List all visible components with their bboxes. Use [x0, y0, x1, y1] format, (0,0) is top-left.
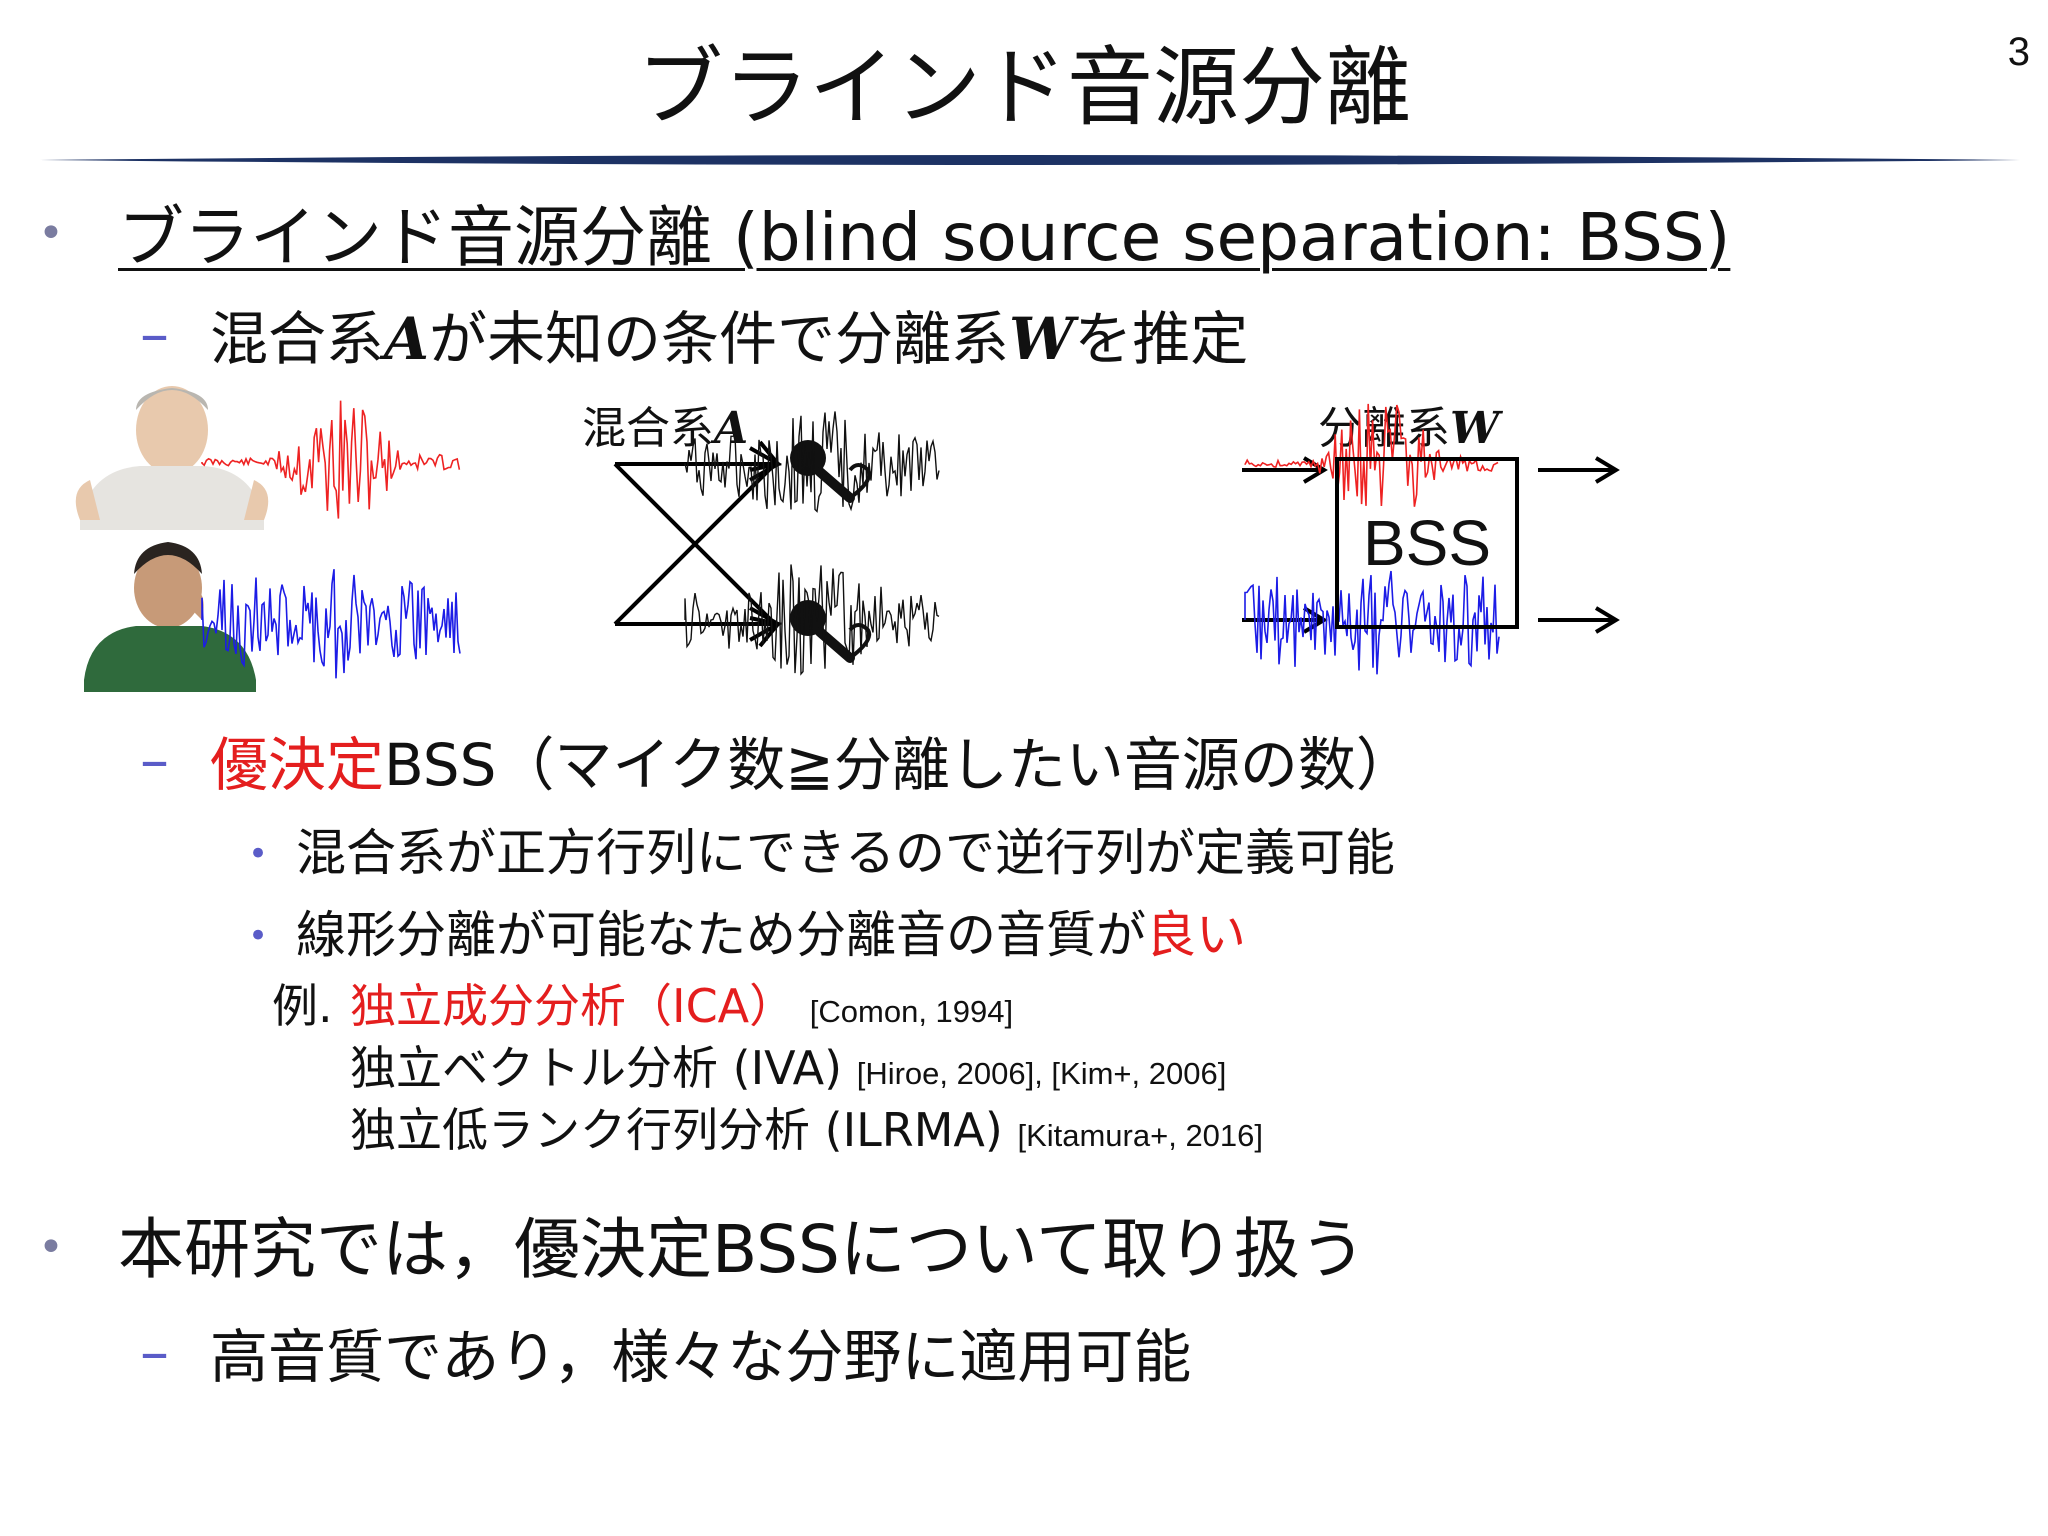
bullet2-heading: 本研究では，優決定BSSについて取り扱う — [118, 1211, 1366, 1288]
bullet2-sub: 高音質であり，様々な分野に適用可能 — [210, 1323, 1192, 1391]
arrow-out-of-bss — [1538, 456, 1620, 634]
mix-system-label: 混合系A — [582, 403, 749, 454]
speaker-woman-image — [75, 386, 269, 530]
example-prefix: 例. — [272, 979, 333, 1033]
sub-dash: – — [140, 726, 169, 794]
bullet1-sub1: 混合系Aが未知の条件で分離系Wを推定 — [210, 305, 1249, 373]
bullet1-heading: ブラインド音源分離 (blind source separation: BSS) — [118, 199, 1731, 276]
bullet-dot: • — [248, 916, 269, 956]
bullet-dot: • — [38, 1222, 64, 1273]
separated-waveform-blue — [1244, 570, 1500, 675]
example-ilrma: 独立低ランク行列分析 (ILRMA) [Kitamura+, 2016] — [350, 1103, 1264, 1157]
mixed-waveform-2 — [684, 564, 940, 676]
example-iva: 独立ベクトル分析 (IVA) [Hiroe, 2006], [Kim+, 200… — [350, 1041, 1227, 1095]
title-underline-rule — [40, 155, 2020, 165]
bullet-dot: • — [38, 208, 64, 259]
speaker-man-image — [84, 542, 256, 692]
var-w: W — [1009, 305, 1075, 373]
point-linear-separation: 線形分離が可能なため分離音の音質が良い — [296, 906, 1246, 964]
point-inverse-matrix: 混合系が正方行列にできるので逆行列が定義可能 — [296, 824, 1395, 882]
example-ica: 独立成分分析（ICA） [Comon, 1994] — [350, 979, 1014, 1033]
sub-dash: – — [140, 300, 169, 368]
page-number: 3 — [2007, 30, 2030, 74]
bullet-dot: • — [248, 834, 269, 874]
overdetermined-bss-line: 優決定BSS（マイク数≧分離したい音源の数） — [210, 731, 1414, 799]
source-waveform-red — [201, 400, 461, 519]
source-waveform-blue — [201, 569, 461, 679]
sub-dash: – — [140, 1318, 169, 1386]
bss-diagram — [75, 386, 1620, 692]
bss-box: BSS — [1335, 457, 1519, 629]
mixed-waveform-1 — [684, 411, 940, 513]
slide-title: ブラインド音源分離 — [637, 38, 1411, 138]
var-a: A — [384, 305, 430, 373]
